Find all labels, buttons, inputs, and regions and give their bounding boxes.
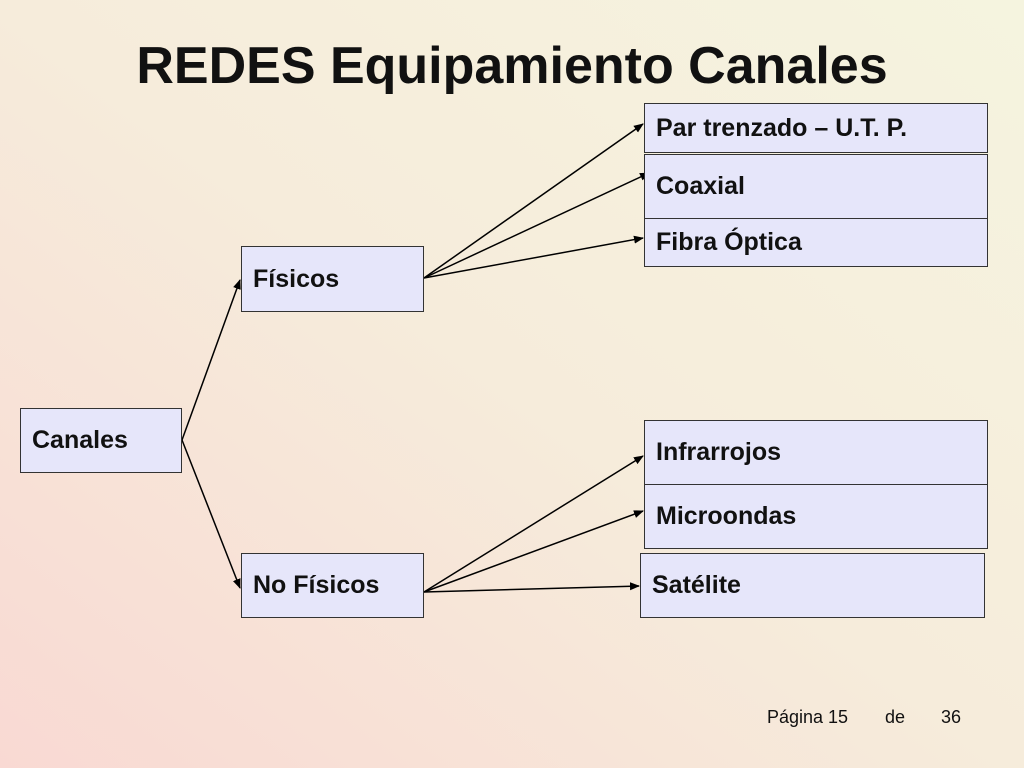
- node-label: Físicos: [253, 264, 340, 293]
- node-label: Fibra Óptica: [656, 228, 802, 256]
- arrow-canales-to-fisicos: [181, 279, 241, 441]
- arrow-no_fisicos-to-microondas: [423, 510, 644, 593]
- node-label: Microondas: [656, 502, 797, 530]
- footer-of-label: de: [885, 707, 906, 727]
- arrow-fisicos-to-par_trenzado: [423, 123, 644, 279]
- footer-page-label: Página 15: [767, 707, 849, 727]
- node-label: Coaxial: [656, 172, 745, 200]
- node-label: Par trenzado – U.T. P.: [656, 113, 908, 142]
- node-par-trenzado: Par trenzado – U.T. P.: [644, 103, 988, 153]
- node-coaxial: Coaxial: [644, 154, 988, 219]
- node-satelite: Satélite: [640, 553, 985, 618]
- node-label: Canales: [32, 426, 128, 454]
- node-label: No Físicos: [253, 571, 380, 599]
- node-label: Satélite: [652, 571, 741, 599]
- node-infrarrojos: Infrarrojos: [644, 420, 988, 485]
- node-no-fisicos: No Físicos: [241, 553, 424, 618]
- node-label: Infrarrojos: [656, 438, 782, 466]
- arrow-canales-to-no_fisicos: [181, 439, 241, 589]
- node-fisicos: Físicos: [241, 246, 424, 312]
- arrow-no_fisicos-to-infrarrojos: [423, 455, 644, 593]
- node-microondas: Microondas: [644, 484, 988, 549]
- arrow-fisicos-to-fibra_optica: [423, 235, 644, 279]
- node-fibra-optica: Fibra Óptica: [644, 218, 988, 267]
- arrow-fisicos-to-coaxial: [423, 172, 650, 279]
- node-canales: Canales: [20, 408, 182, 473]
- slide-title: REDES Equipamiento Canales: [136, 37, 888, 95]
- arrow-no_fisicos-to-satelite: [423, 582, 640, 593]
- footer-page-total: 36: [941, 707, 962, 727]
